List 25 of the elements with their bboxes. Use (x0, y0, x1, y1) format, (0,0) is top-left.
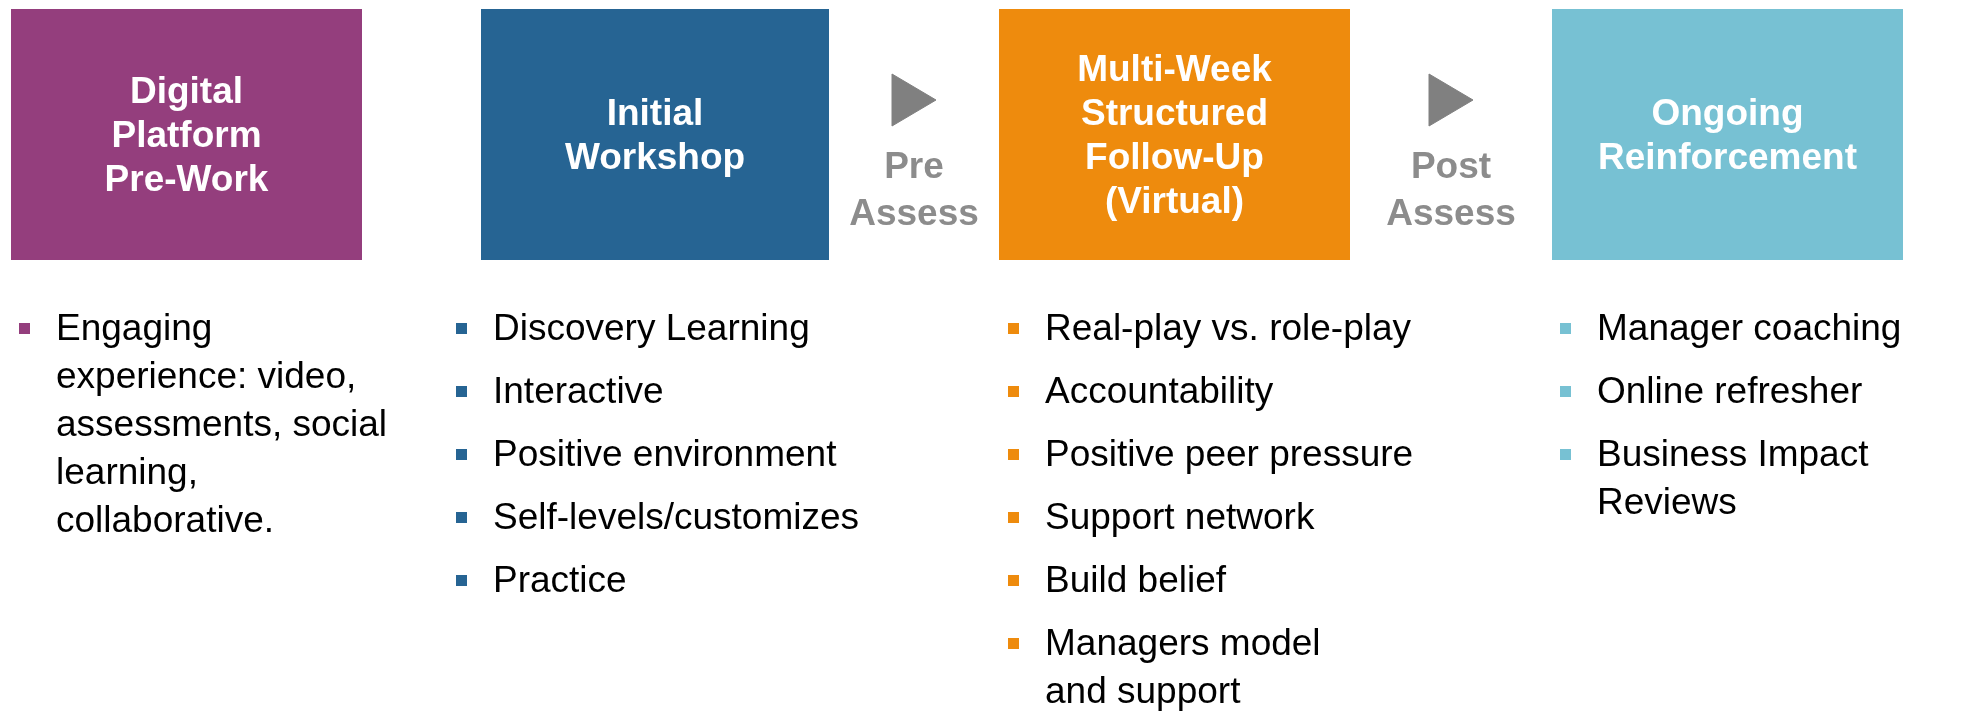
bullet-text: Accountability (1045, 369, 1275, 413)
stage-title: Initial Workshop (563, 90, 747, 179)
stage-title: Digital Platform Pre-Work (103, 68, 270, 201)
bullet-text: Build belief (1045, 558, 1227, 602)
bullet-text: Engaging experience: video, assessments, social learning, collaborative. (56, 306, 389, 542)
bullet-text: Support network (1045, 495, 1316, 539)
stage-box (11, 9, 362, 260)
bullet-text: Discovery Learning (493, 306, 811, 350)
stage-title: Ongoing Reinforcement (1596, 90, 1859, 179)
arrow (891, 73, 937, 127)
bullet-text: Positive peer pressure (1045, 432, 1415, 476)
bullet-text: Practice (493, 558, 628, 602)
bullet-text: Interactive (493, 369, 665, 413)
stage-box (999, 9, 1350, 260)
bullet-text: Positive environment (493, 432, 838, 476)
bullet-text: Business Impact Reviews (1597, 432, 1870, 524)
stage-box (1552, 9, 1903, 260)
stage-title: Multi-Week Structured Follow-Up (Virtual) (1076, 46, 1273, 223)
bullet-text: Manager coaching (1597, 306, 1903, 350)
stage-box (481, 9, 829, 260)
arrow (1428, 73, 1474, 127)
bullet-text: Online refresher (1597, 369, 1864, 413)
bullet-text: Managers model and support (1045, 621, 1322, 712)
bullet-text: Self-levels/customizes (493, 495, 860, 539)
bullet-text: Real-play vs. role-play (1045, 306, 1413, 350)
